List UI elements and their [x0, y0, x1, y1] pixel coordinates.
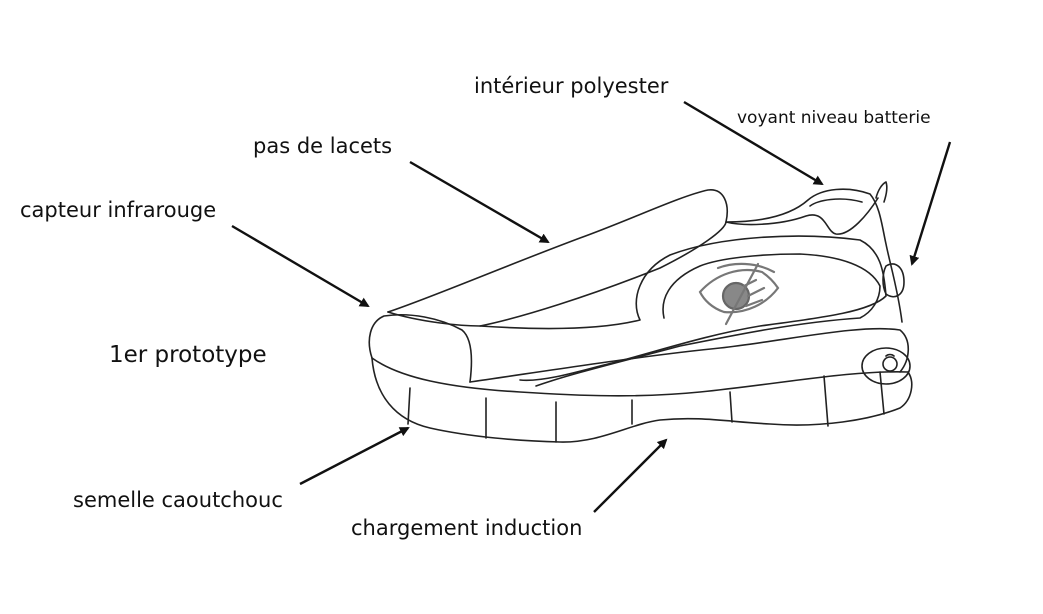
side-panel-inner: [535, 253, 881, 387]
sole-segment-1: [407, 387, 411, 425]
upper-outline: [387, 188, 903, 323]
heel-tab: [875, 181, 888, 203]
sole-top-edge: [371, 357, 909, 397]
label-no-laces: pas de lacets: [253, 134, 393, 158]
side-panel: [479, 235, 887, 382]
arrow-battery-led: [909, 141, 952, 266]
arrow-no-laces: [409, 160, 550, 244]
arrow-rubber-sole: [299, 426, 410, 486]
charging-port-icon: [861, 347, 911, 385]
shoe-drawing: [368, 181, 913, 443]
label-rubber-sole: semelle caoutchouc: [73, 488, 283, 512]
arrow-infrared: [231, 224, 370, 308]
arrow-interior: [683, 100, 824, 186]
eye-logo-icon: [698, 262, 780, 326]
label-battery-led: voyant niveau batterie: [737, 108, 931, 128]
battery-led-housing: [882, 263, 905, 298]
vamp-line: [387, 221, 727, 327]
diagram-title: 1er prototype: [109, 342, 267, 368]
label-induction-charging: chargement induction: [351, 516, 583, 540]
sole-segment-6: [823, 375, 829, 427]
toe-cap: [368, 313, 473, 383]
sole-segment-5: [729, 391, 733, 423]
midsole-band: [469, 327, 910, 383]
collar: [725, 197, 879, 235]
arrow-induction: [593, 438, 668, 513]
sole-segment-7: [879, 371, 885, 415]
rubber-sole-outline: [371, 357, 913, 443]
collar-inner: [809, 198, 863, 207]
charging-port-inner: [882, 356, 898, 372]
label-infrared-sensor: capteur infrarouge: [20, 198, 217, 222]
leader-arrows: [231, 100, 952, 513]
label-interior: intérieur polyester: [474, 74, 669, 98]
